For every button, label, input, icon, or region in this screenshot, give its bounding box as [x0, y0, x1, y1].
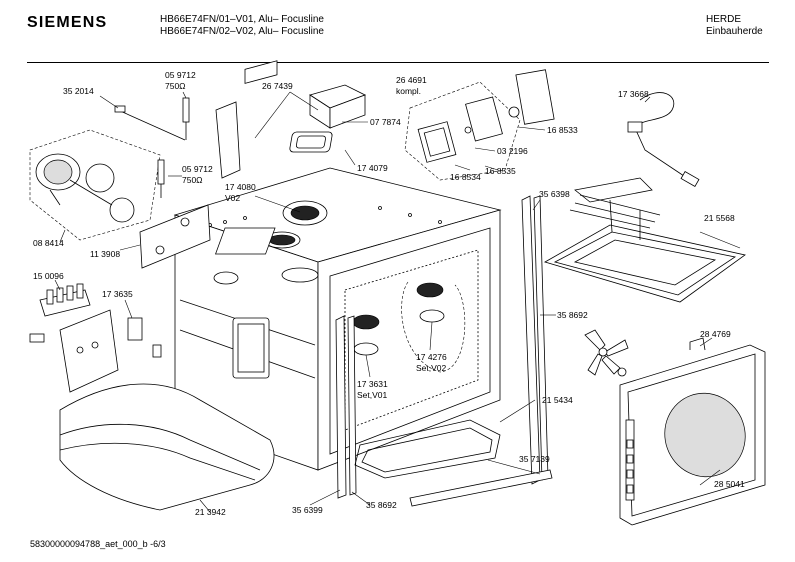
insulation-mat — [59, 383, 275, 511]
label-352014: 35 2014 — [63, 86, 94, 96]
label-059712-b: 05 9712 — [182, 164, 213, 174]
header-divider — [27, 62, 769, 63]
label-358692-a: 35 8692 — [557, 310, 588, 320]
label-168534: 16 8534 — [450, 172, 481, 182]
oven-lamps — [352, 281, 466, 373]
label-kompl: kompl. — [396, 86, 421, 96]
label-215568: 21 5568 — [704, 213, 735, 223]
label-032196: 03 2196 — [497, 146, 528, 156]
label-174079: 17 4079 — [357, 163, 388, 173]
label-358692-b: 35 8692 — [366, 500, 397, 510]
circuit-board — [59, 309, 162, 393]
label-174080: 17 4080 — [225, 182, 256, 192]
label-356398: 35 6398 — [539, 189, 570, 199]
label-173635: 17 3635 — [102, 289, 133, 299]
fan-cover — [282, 200, 328, 226]
label-077874: 07 7874 — [370, 117, 401, 127]
oven-cavity — [173, 167, 502, 471]
control-module — [289, 84, 367, 153]
rear-panel — [139, 204, 211, 269]
resistor-b — [157, 159, 165, 185]
label-088414: 08 8414 — [33, 238, 64, 248]
label-356399: 35 6399 — [292, 505, 323, 515]
label-168533: 16 8533 — [547, 125, 578, 135]
model-line-1: HB66E74FN/01–V01, Alu– Focusline — [160, 14, 324, 25]
temp-sensor-cable — [634, 92, 691, 181]
grill-element — [543, 177, 746, 303]
label-168535: 16 8535 — [485, 166, 516, 176]
label-750-a: 750Ω — [165, 81, 186, 91]
label-v02-a: V02 — [225, 193, 240, 203]
subcategory-label: Einbauherde — [706, 26, 763, 37]
label-173668: 17 3668 — [618, 89, 649, 99]
model-line-2: HB66E74FN/02–V02, Alu– Focusline — [160, 26, 324, 37]
label-285041: 28 5041 — [714, 479, 745, 489]
fan-motor — [29, 129, 161, 241]
sensor-wire — [117, 109, 186, 141]
side-rails — [335, 195, 549, 499]
label-750-b: 750Ω — [182, 175, 203, 185]
label-357139: 35 7139 — [519, 454, 550, 464]
label-set-v02: Set,V02 — [416, 363, 447, 373]
label-set-v01: Set,V01 — [357, 390, 388, 400]
part-number-labels: 35 2014 05 9712 750Ω 26 7439 26 4691 kom… — [33, 70, 745, 517]
label-215434: 21 5434 — [542, 395, 573, 405]
bottom-heater — [354, 419, 553, 507]
category-label: HERDE — [706, 14, 742, 25]
label-173631: 17 3631 — [357, 379, 388, 389]
resistor-a — [182, 97, 190, 123]
label-284769: 28 4769 — [700, 329, 731, 339]
brand-logo: SIEMENS — [27, 14, 108, 31]
side-bracket — [215, 101, 241, 179]
lamp-housing-kit — [404, 69, 555, 181]
label-113908: 11 3908 — [90, 249, 120, 259]
label-213942: 21 3942 — [195, 507, 226, 517]
document-id: 58300000094788_aet_000_b -6/3 — [30, 539, 166, 549]
fan-blade — [584, 329, 629, 376]
label-174276: 17 4276 — [416, 352, 447, 362]
rear-fan-cover — [619, 337, 766, 526]
label-150096: 15 0096 — [33, 271, 64, 281]
label-264691: 26 4691 — [396, 75, 427, 85]
terminal-block — [29, 283, 91, 343]
label-059712-a: 05 9712 — [165, 70, 196, 80]
leader-lines — [54, 91, 741, 513]
label-267439: 26 7439 — [262, 81, 293, 91]
